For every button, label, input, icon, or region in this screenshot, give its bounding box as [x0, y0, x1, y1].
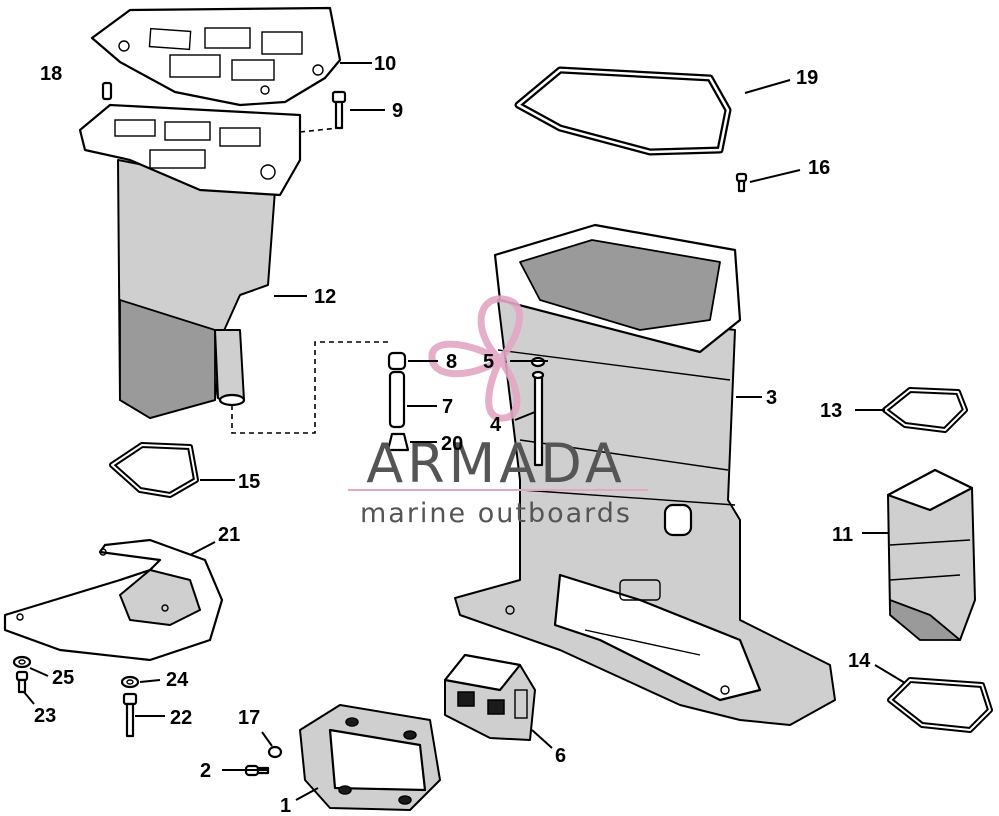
callout-18: 18 [40, 63, 62, 85]
part-4-shaft [531, 370, 545, 467]
callout-16: 16 [808, 157, 830, 179]
part-10-gasket [90, 6, 342, 107]
callout-14: 14 [848, 650, 871, 672]
part-3-driveshaft-housing [454, 223, 836, 726]
part-7-tube [388, 370, 406, 429]
callout-labels: 10 18 9 12 19 16 3 5 4 8 7 20 15 13 11 1… [34, 53, 871, 816]
part-9-screw [331, 90, 347, 130]
callout-3: 3 [766, 387, 777, 409]
callout-6: 6 [555, 745, 566, 767]
callout-19: 19 [796, 67, 818, 89]
callout-17: 17 [238, 707, 260, 729]
callout-4: 4 [490, 414, 502, 436]
callout-11: 11 [832, 524, 853, 546]
part-11-exhaust-tube [886, 468, 976, 641]
watermark-tagline: marine outboards [360, 498, 632, 529]
assembly-path-12-to-7 [231, 341, 390, 434]
part-12-exhaust-housing [78, 103, 302, 419]
callout-23: 23 [34, 705, 56, 727]
callout-21: 21 [218, 524, 240, 546]
part-25-washer [12, 655, 32, 669]
part-20-grommet [386, 432, 410, 452]
part-14-seal [887, 677, 993, 733]
callout-8: 8 [446, 351, 457, 373]
callout-7: 7 [442, 396, 453, 418]
callout-13: 13 [820, 400, 842, 422]
part-13-seal [882, 387, 968, 433]
part-24-washer [120, 675, 140, 689]
part-22-bolt [122, 692, 138, 738]
part-15-seal [109, 442, 199, 498]
callout-2: 2 [200, 760, 211, 782]
callout-24: 24 [166, 669, 189, 691]
callout-10: 10 [374, 53, 396, 75]
callout-12: 12 [314, 286, 336, 308]
callout-15: 15 [238, 471, 260, 493]
part-1-cover [299, 704, 441, 811]
callout-9: 9 [392, 100, 403, 122]
callout-20: 20 [441, 433, 463, 455]
leader-lines [23, 62, 906, 801]
watermark: ARMADA marine outboards [348, 295, 648, 529]
callout-22: 22 [170, 707, 192, 729]
callout-1: 1 [280, 795, 291, 816]
callout-25: 25 [52, 667, 74, 689]
part-18-dowel-pin [101, 81, 113, 101]
callout-5: 5 [483, 351, 494, 373]
part-8-plug [387, 351, 407, 371]
part-16-screw [735, 172, 748, 193]
part-21-plate [3, 538, 224, 662]
part-17-washer [267, 745, 283, 759]
part-19-seal [514, 66, 732, 156]
assembly-path-9 [299, 127, 339, 133]
part-6-mount [443, 653, 536, 741]
part-23-screw [15, 670, 29, 694]
watermark-brand: ARMADA [366, 432, 626, 495]
propeller-logo-icon [428, 295, 524, 422]
